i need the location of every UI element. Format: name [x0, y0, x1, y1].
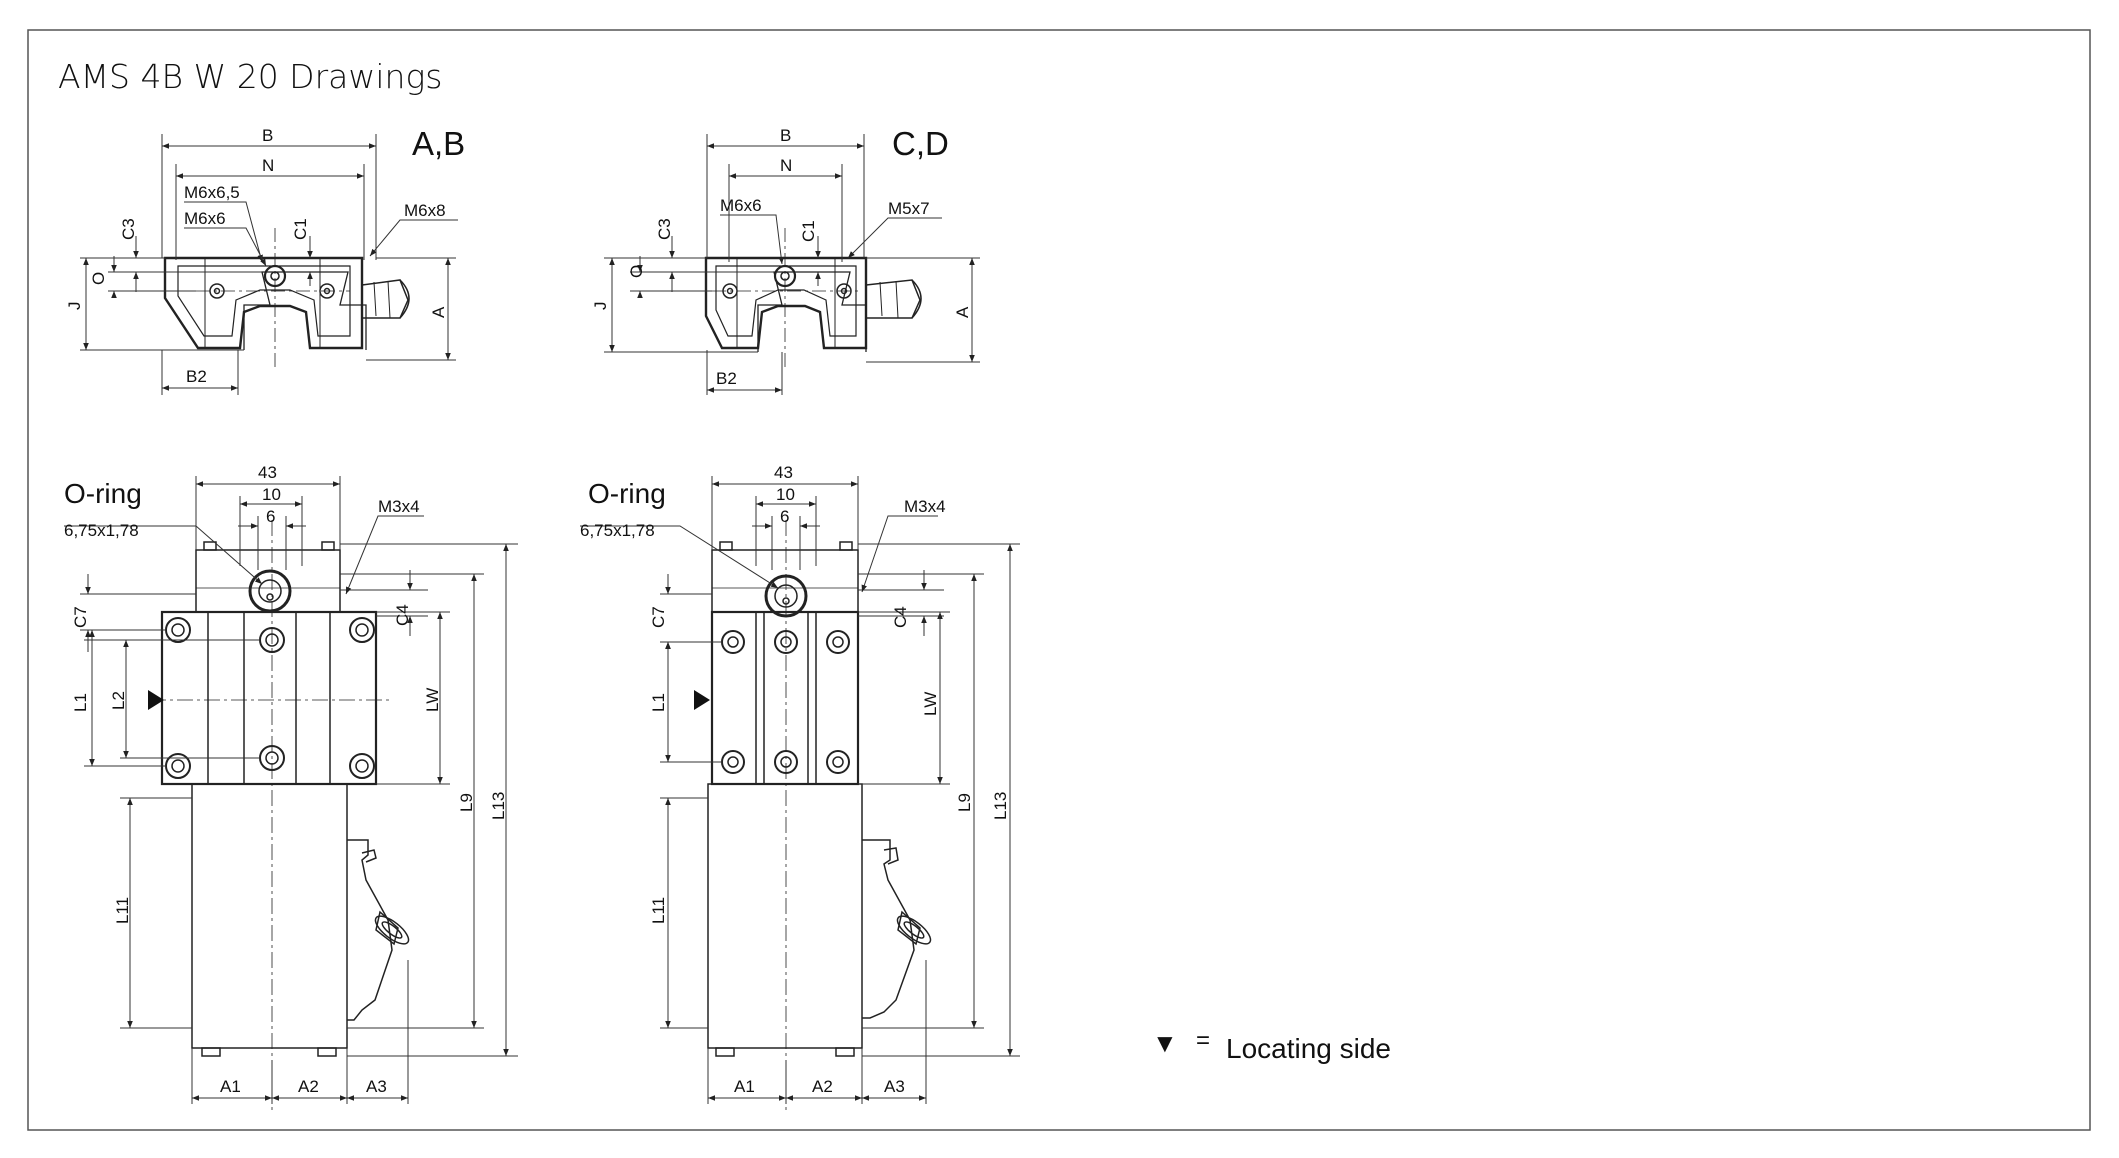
side-view-left-arrow [148, 690, 164, 710]
legend: ▼ = Locating side [1152, 1027, 1391, 1064]
oring-label: O-ring [64, 478, 142, 509]
dim-c1: C1 [799, 220, 818, 242]
dim-a: A [953, 306, 972, 318]
dim-a: A [429, 306, 448, 318]
dim-6: 6 [780, 507, 789, 526]
oring-size: 6,75x1,78 [580, 521, 655, 540]
dim-c3: C3 [655, 218, 674, 240]
dim-c4: C4 [393, 604, 412, 626]
dim-n: N [262, 156, 274, 175]
dim-j: J [65, 302, 84, 311]
o-ring-port [248, 569, 292, 613]
legend-equals: = [1196, 1027, 1210, 1054]
dim-a2: A2 [298, 1077, 319, 1096]
oring-label: O-ring [588, 478, 666, 509]
thread-m6x6: M6x6 [720, 196, 762, 215]
dim-a1: A1 [734, 1077, 755, 1096]
dim-43: 43 [258, 463, 277, 482]
thread-m3x4: M3x4 [378, 497, 420, 516]
side-view-right-arrow [694, 690, 710, 710]
rail [191, 783, 348, 1049]
dim-lw: LW [921, 692, 940, 716]
legend-text: Locating side [1226, 1033, 1391, 1064]
carriage-body [704, 256, 868, 350]
locating-side-icon: ▼ [1152, 1028, 1178, 1058]
dim-l9: L9 [457, 793, 476, 812]
side-view-right-labels: O-ring 6,75x1,78 43 10 6 M3x4 C7 L1 C4 L… [580, 463, 1010, 1096]
thread-m6x65: M6x6,5 [184, 183, 240, 202]
dim-a3: A3 [884, 1077, 905, 1096]
dim-o: O [89, 272, 108, 285]
dim-l1: L1 [71, 693, 90, 712]
dim-43: 43 [774, 463, 793, 482]
dim-l2: L2 [109, 691, 128, 710]
dim-l13: L13 [991, 792, 1010, 820]
dim-n: N [780, 156, 792, 175]
dim-l13: L13 [489, 792, 508, 820]
view-ab-label: A,B [412, 125, 465, 162]
dim-b: B [262, 126, 273, 145]
oring-size: 6,75x1,78 [64, 521, 139, 540]
side-view-left [150, 520, 410, 1110]
front-view-ab [163, 228, 410, 368]
thread-m3x4: M3x4 [904, 497, 946, 516]
page-title: AMS 4B W 20 Drawings [58, 57, 442, 96]
side-view-right-dimensions [580, 476, 1020, 1104]
dim-10: 10 [776, 485, 795, 504]
dim-10: 10 [262, 485, 281, 504]
dim-c4: C4 [891, 606, 910, 628]
side-view-right [707, 520, 932, 1110]
dim-b: B [780, 126, 791, 145]
dim-a3: A3 [366, 1077, 387, 1096]
front-view-cd-labels: C,D B N M6x6 M5x7 C3 O J C1 A B2 [591, 125, 972, 388]
dim-l11: L11 [113, 897, 132, 924]
sheet-border [27, 29, 2091, 1131]
dim-l9: L9 [955, 793, 974, 812]
dim-j: J [591, 302, 610, 311]
front-view-ab-labels: A,B B N M6x6,5 M6x6 M6x8 C3 O J C1 A B2 [65, 125, 465, 386]
dim-a1: A1 [220, 1077, 241, 1096]
rail [707, 783, 863, 1049]
dim-a2: A2 [812, 1077, 833, 1096]
front-view-cd [704, 228, 922, 368]
dim-c7: C7 [649, 606, 668, 628]
front-view-ab-dimensions [80, 134, 458, 395]
thread-m6x8: M6x8 [404, 201, 446, 220]
thread-m5x7: M5x7 [888, 199, 930, 218]
thread-m6x6: M6x6 [184, 209, 226, 228]
dim-l11: L11 [649, 897, 668, 924]
dim-b2: B2 [716, 369, 737, 388]
dim-c1: C1 [291, 218, 310, 240]
dim-l1: L1 [649, 693, 668, 712]
front-view-cd-dimensions [604, 134, 980, 395]
dim-o: O [627, 265, 646, 278]
dim-lw: LW [423, 688, 442, 712]
dim-6: 6 [266, 507, 275, 526]
dim-c7: C7 [71, 606, 90, 628]
side-view-left-labels: O-ring 6,75x1,78 43 10 6 M3x4 C7 L1 L2 C… [64, 463, 508, 1096]
side-view-left-dimensions [64, 476, 518, 1104]
dim-b2: B2 [186, 367, 207, 386]
dim-c3: C3 [119, 218, 138, 240]
view-cd-label: C,D [892, 125, 949, 162]
rail [757, 271, 867, 352]
